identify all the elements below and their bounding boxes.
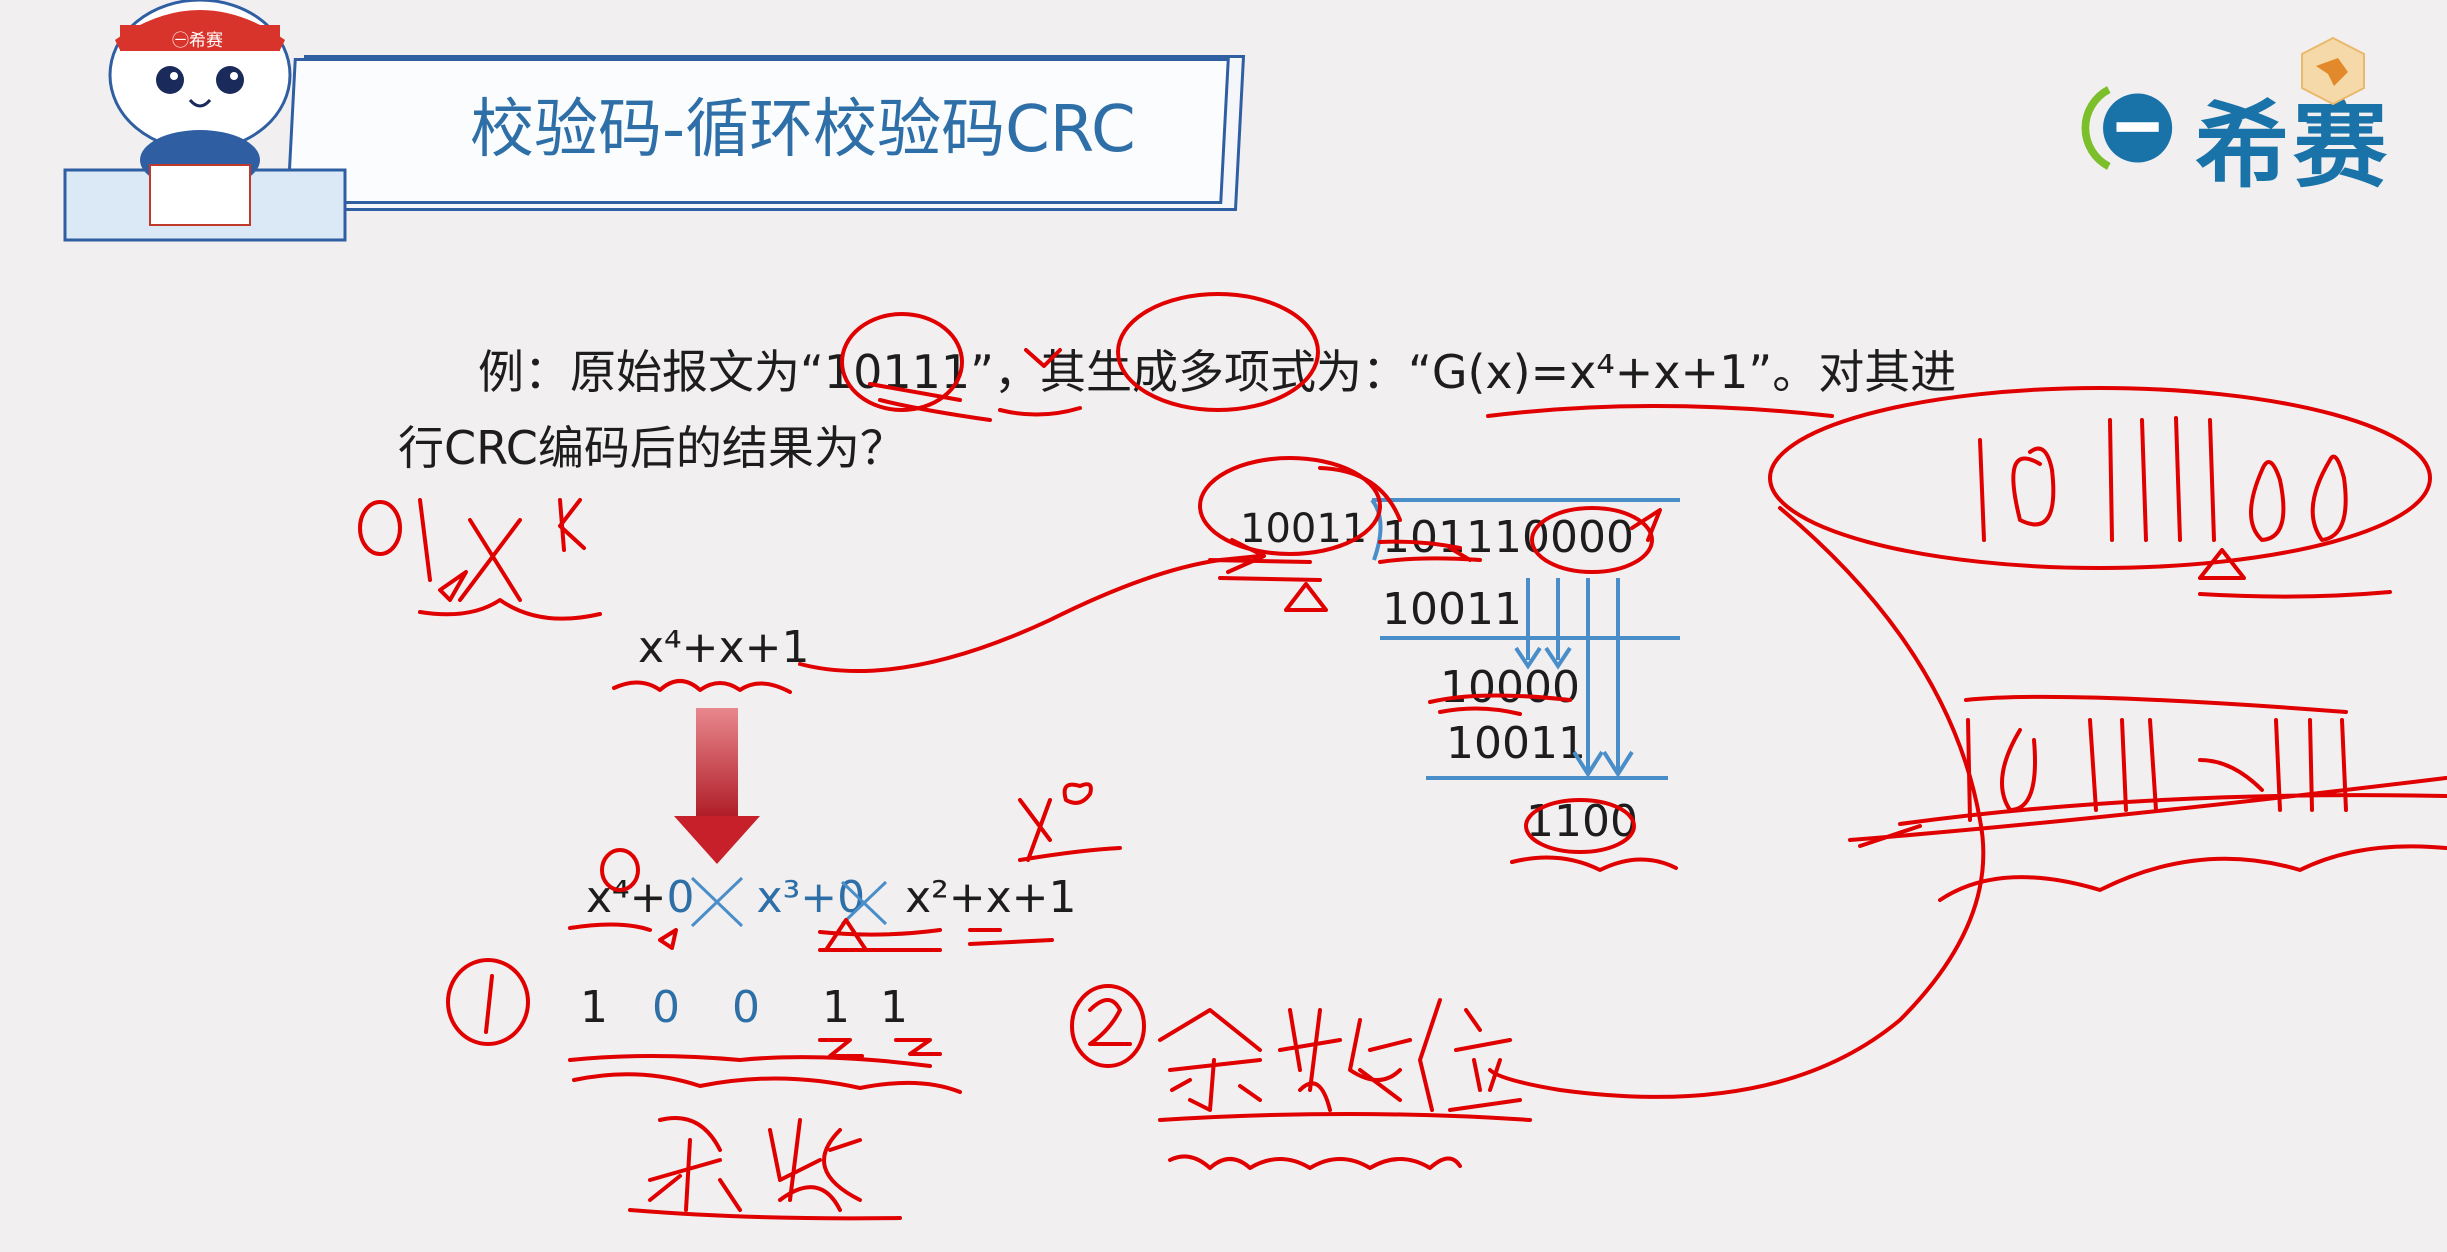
bit-5: 1 bbox=[880, 982, 908, 1033]
generator-polynomial: x⁴+x+1 bbox=[638, 622, 809, 673]
down-arrow-icon bbox=[672, 708, 762, 866]
bit-4: 1 bbox=[822, 982, 850, 1033]
bit-3: 0 bbox=[732, 982, 760, 1033]
page-title: 校验码-循环校验码CRC bbox=[470, 78, 1136, 170]
xisai-logo-icon bbox=[2080, 80, 2176, 176]
question-line-1: 例：原始报文为“10111”，其生成多项式为：“G(x)=x⁴+x+1”。对其进 bbox=[478, 336, 1956, 402]
bird-badge-icon bbox=[2298, 36, 2368, 106]
division-remainder: 1100 bbox=[1526, 796, 1638, 847]
bit-1: 1 bbox=[580, 982, 608, 1033]
mascot-badge: ㊀希赛 bbox=[172, 26, 223, 51]
division-bracket bbox=[1360, 490, 1690, 790]
bit-2: 0 bbox=[652, 982, 680, 1033]
multiply-crosses bbox=[586, 860, 1086, 940]
divisor: 10011 bbox=[1240, 506, 1367, 552]
question-line-2: 行CRC编码后的结果为？ bbox=[398, 412, 906, 478]
